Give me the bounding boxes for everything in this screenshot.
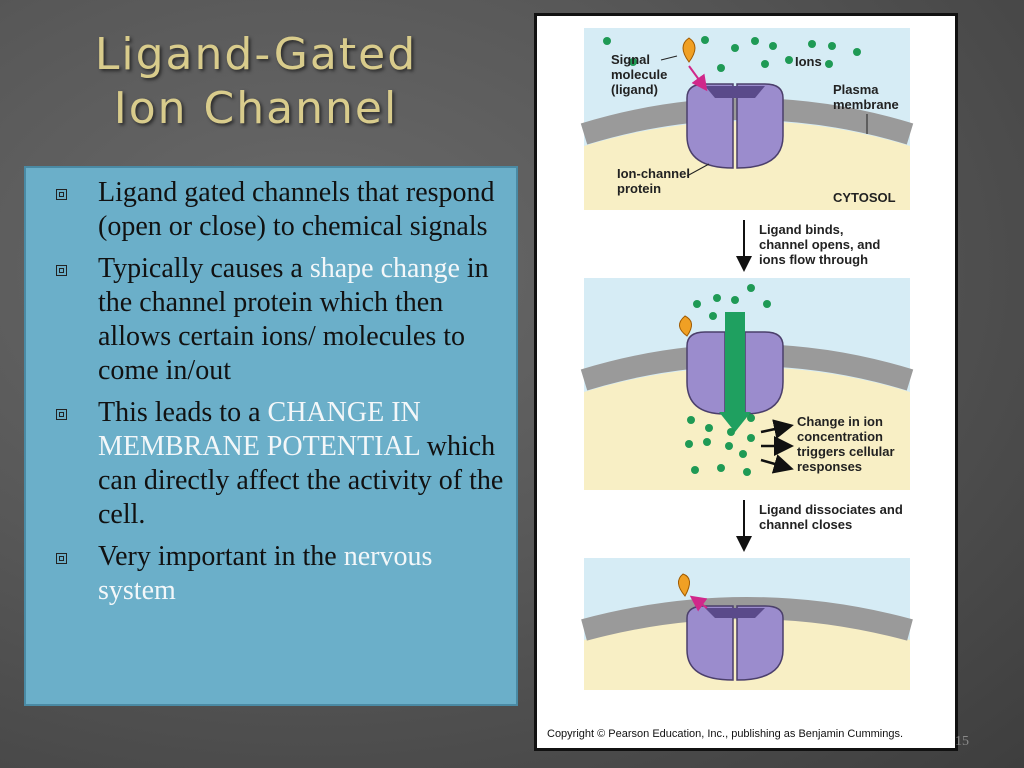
change-label-2: concentration [797,429,883,444]
ion-channel-figure: Signal molecule (ligand) Ions Plasma mem… [534,13,958,751]
signal-label-1: Signal [611,52,650,67]
panel-reclosed-channel [581,558,913,690]
bullet-text-highlight: CHANGE IN MEMBRANE POTENTIAL [98,397,421,462]
bullet-text-pre: Very important in the [98,541,344,572]
square-bullet-icon [56,189,67,200]
change-label-3: triggers cellular [797,444,895,459]
change-label-1: Change in ion [797,414,883,429]
bullet-text-pre: Typically causes a [98,253,310,284]
step1-text-1: Ligand binds, [759,222,844,237]
bullet-list: Ligand gated channels that respond (open… [26,168,516,608]
ion-channel-protein [686,83,784,169]
copyright-notice: Copyright © Pearson Education, Inc., pub… [547,728,904,740]
bullet-item: Typically causes a shape change in the c… [26,252,506,388]
panel-closed-channel: Signal molecule (ligand) Ions Plasma mem… [580,28,914,210]
title-line-1: Ligand-Gated [94,29,418,80]
bullet-text-post: which can directly affect the activity o… [98,431,504,530]
bullet-item: This leads to a CHANGE IN MEMBRANE POTEN… [26,396,506,532]
bullet-item: Very important in the nervous system [26,540,506,608]
step1-text-3: ions flow through [759,252,868,267]
square-bullet-icon [56,553,67,564]
bullet-text-highlight: shape change [309,253,460,284]
bullet-text-highlight: nervous system [98,541,433,606]
panel-open-channel: Change in ion concentration triggers cel… [580,278,914,490]
bullet-text: Ligand gated channels that respond (open… [98,177,495,242]
plasma-label-1: Plasma [833,82,879,97]
channel-label-1: Ion-channel [617,166,690,181]
ion-dots [685,284,771,476]
bullet-item: Ligand gated channels that respond (open… [26,176,506,244]
step2-text-1: Ligand dissociates and [759,502,903,517]
channel-label-2: protein [617,181,661,196]
title-line-2: Ion Channel [113,83,399,134]
square-bullet-icon [56,265,67,276]
bullet-text-pre: This leads to a [98,397,268,428]
ligand-icon [682,37,696,63]
flow-arrow-icon [719,412,751,432]
signal-label-2: molecule [611,67,667,82]
step2-text-2: channel closes [759,517,852,532]
figure-diagram: Signal molecule (ligand) Ions Plasma mem… [580,28,914,690]
ligand-icon [679,315,692,337]
ion-dots [603,36,861,72]
step1-text-2: channel opens, and [759,237,880,252]
ligand-icon [678,573,690,597]
bullet-text-post: in the channel protein which then allows… [98,253,489,386]
slide-title: Ligand-Gated Ion Channel [56,28,456,136]
bullet-textbox: Ligand gated channels that respond (open… [24,166,518,706]
cytosol-label: CYTOSOL [833,190,896,205]
change-label-4: responses [797,459,862,474]
page-number: 15 [955,734,969,749]
ions-label: Ions [795,54,822,69]
signal-label-3: (ligand) [611,82,658,97]
square-bullet-icon [56,409,67,420]
plasma-label-2: membrane [833,97,899,112]
